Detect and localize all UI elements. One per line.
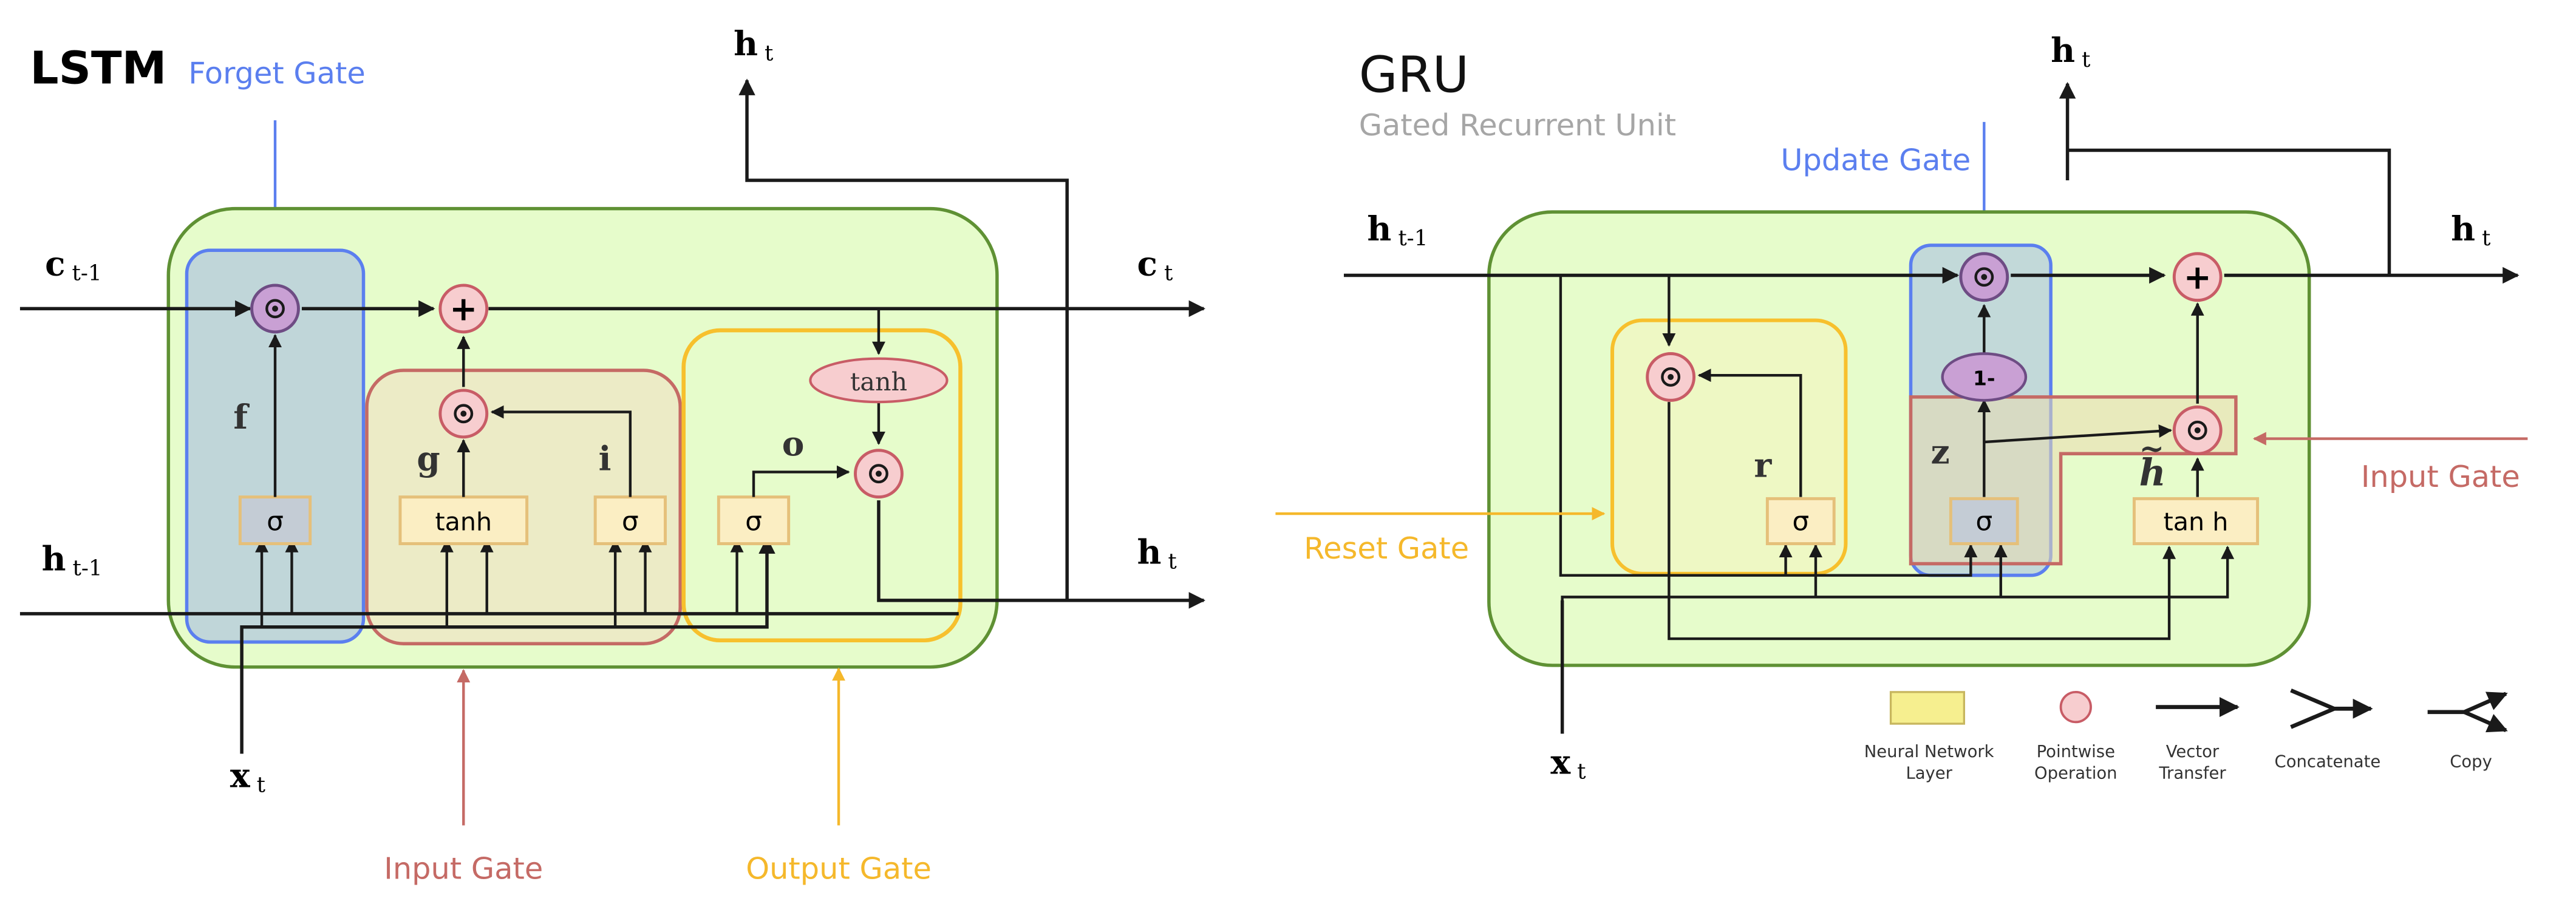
gru-add-op <box>2172 252 2223 302</box>
output-gate-label: Output Gate <box>746 851 932 886</box>
candidate-mult-ring <box>2187 420 2207 440</box>
cell-add-op <box>438 284 489 334</box>
h-out-top-line <box>738 78 1069 600</box>
lstm-title: LSTM <box>30 42 166 95</box>
reset-mult-dot <box>1668 374 1674 380</box>
tanh-layer-text: tan h <box>2164 508 2229 537</box>
update-mult-dot <box>1981 274 1988 280</box>
h-top-connector <box>2067 148 2391 276</box>
h-tilde-label: h <box>2139 451 2166 494</box>
forget-gate-label: Forget Gate <box>188 56 365 91</box>
g-tanh-text: tanh <box>435 508 492 537</box>
one-minus-text: 1- <box>1973 367 1995 390</box>
g-tanh-layer <box>398 495 529 545</box>
candidate-mult-dot <box>2194 427 2201 433</box>
reset-gate-label: Reset Gate <box>1304 531 1469 566</box>
lstm-input-gate-label: Input Gate <box>384 851 543 886</box>
z-sigma-layer <box>1949 497 2019 545</box>
x-input-line <box>240 537 775 754</box>
reset-mult-ring <box>1661 367 1681 387</box>
forget-sigma-layer <box>238 495 312 545</box>
legend-nn-swatch <box>1889 691 1966 725</box>
o-sigma-text: σ <box>745 506 762 537</box>
update-gate-label: Update Gate <box>1780 142 1971 177</box>
o-to-mult <box>752 465 850 497</box>
output-tanh-op <box>809 357 949 404</box>
h-out-line <box>877 500 1206 609</box>
legend-copy-label: Copy <box>2450 752 2492 771</box>
i-sigma-layer <box>593 495 667 545</box>
r-to-mult <box>1697 369 1802 497</box>
i-to-mult <box>490 405 632 497</box>
forget-mult-ring <box>265 299 285 319</box>
gru-add-symbol: + <box>2184 257 2212 296</box>
i-sigma-text: σ <box>622 506 639 537</box>
z-label: z <box>1930 432 1949 472</box>
g-label: g <box>417 439 440 478</box>
output-gate-box <box>681 328 963 643</box>
f-label: f <box>233 397 250 437</box>
z-to-candidate-mult <box>1984 424 2173 444</box>
gru-subtitle: Gated Recurrent Unit <box>1359 107 1676 143</box>
legend-concatenate-swatch <box>2290 690 2371 727</box>
legend-pointwise-swatch <box>2059 690 2092 724</box>
tanh-layer <box>2132 497 2260 545</box>
one-minus-op <box>1941 352 2028 402</box>
input-mult-dot <box>460 410 467 417</box>
cell-add-symbol: + <box>449 290 477 328</box>
z-sigma-text: σ <box>1975 506 1992 537</box>
h-tilde-mark: ~ <box>2139 430 2164 466</box>
gru-title: GRU <box>1359 46 1469 104</box>
legend-copy-branch-1 <box>2463 692 2508 714</box>
output-tanh-text: tanh <box>850 367 907 396</box>
output-mult-dot <box>876 471 882 477</box>
legend-concatenate-label: Concatenate <box>2275 752 2381 771</box>
i-label: i <box>599 439 612 478</box>
forget-mult-dot <box>272 305 278 312</box>
forget-sigma-text: σ <box>267 506 284 537</box>
output-mult-ring <box>869 464 888 484</box>
input-mult-ring <box>454 404 474 424</box>
o-label: o <box>782 424 805 463</box>
r-sigma-layer <box>1765 497 1836 545</box>
legend-copy-branch-2 <box>2463 710 2508 733</box>
reset-to-tanh <box>1668 402 2176 641</box>
r-sigma-text: σ <box>1792 506 1809 537</box>
gru-input-gate-label: Input Gate <box>2361 459 2520 494</box>
h-to-z-tap <box>1559 275 1978 577</box>
update-mult-ring <box>1974 267 1994 287</box>
r-label: r <box>1754 446 1772 485</box>
o-sigma-layer <box>717 495 791 545</box>
